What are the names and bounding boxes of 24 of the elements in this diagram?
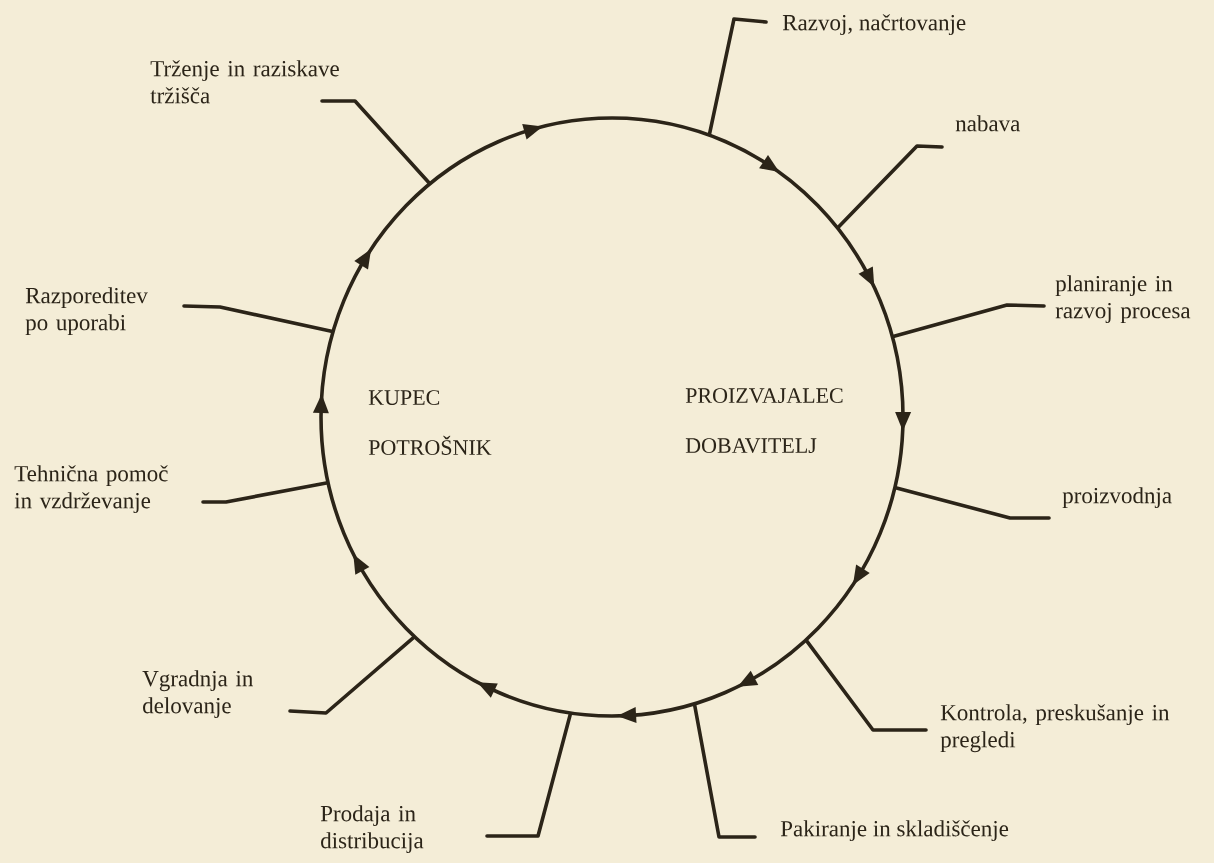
- leader-line: [201, 481, 329, 504]
- circle-label: PROIZVAJALEC DOBAVITELJ: [685, 388, 843, 454]
- leader-line: [805, 639, 928, 732]
- stage-label: proizvodnja: [1062, 487, 1172, 509]
- stage-label: Pakiranje in skladiščenje: [780, 820, 1009, 842]
- leader-line: [707, 17, 768, 136]
- stage-label: Razvoj, načrtovanje: [782, 14, 966, 36]
- leader-line: [692, 703, 757, 839]
- stage-label: planiranje in razvoj procesa: [1055, 275, 1191, 324]
- stage-label: Tehnična pomoč in vzdrževanje: [14, 465, 168, 514]
- leader-line: [288, 636, 415, 715]
- leader-line: [320, 99, 431, 185]
- leader-line: [894, 486, 1051, 520]
- leader-line: [485, 712, 572, 838]
- stage-label: Kontrola, preskušanje in pregledi: [940, 704, 1170, 753]
- leader-line: [836, 144, 944, 229]
- leader-line: [182, 304, 334, 333]
- stage-label: Trženje in raziskave tržišča: [150, 60, 339, 104]
- stage-label: Vgradnja in delovanje: [142, 670, 253, 719]
- leader-line: [892, 303, 1046, 338]
- stage-label: Prodaja in distribucija: [320, 805, 424, 854]
- circle-label: KUPEC POTROŠNIK: [368, 390, 492, 455]
- stage-label: nabava: [955, 115, 1021, 132]
- stage-label: Razporeditev po uporabi: [25, 287, 148, 336]
